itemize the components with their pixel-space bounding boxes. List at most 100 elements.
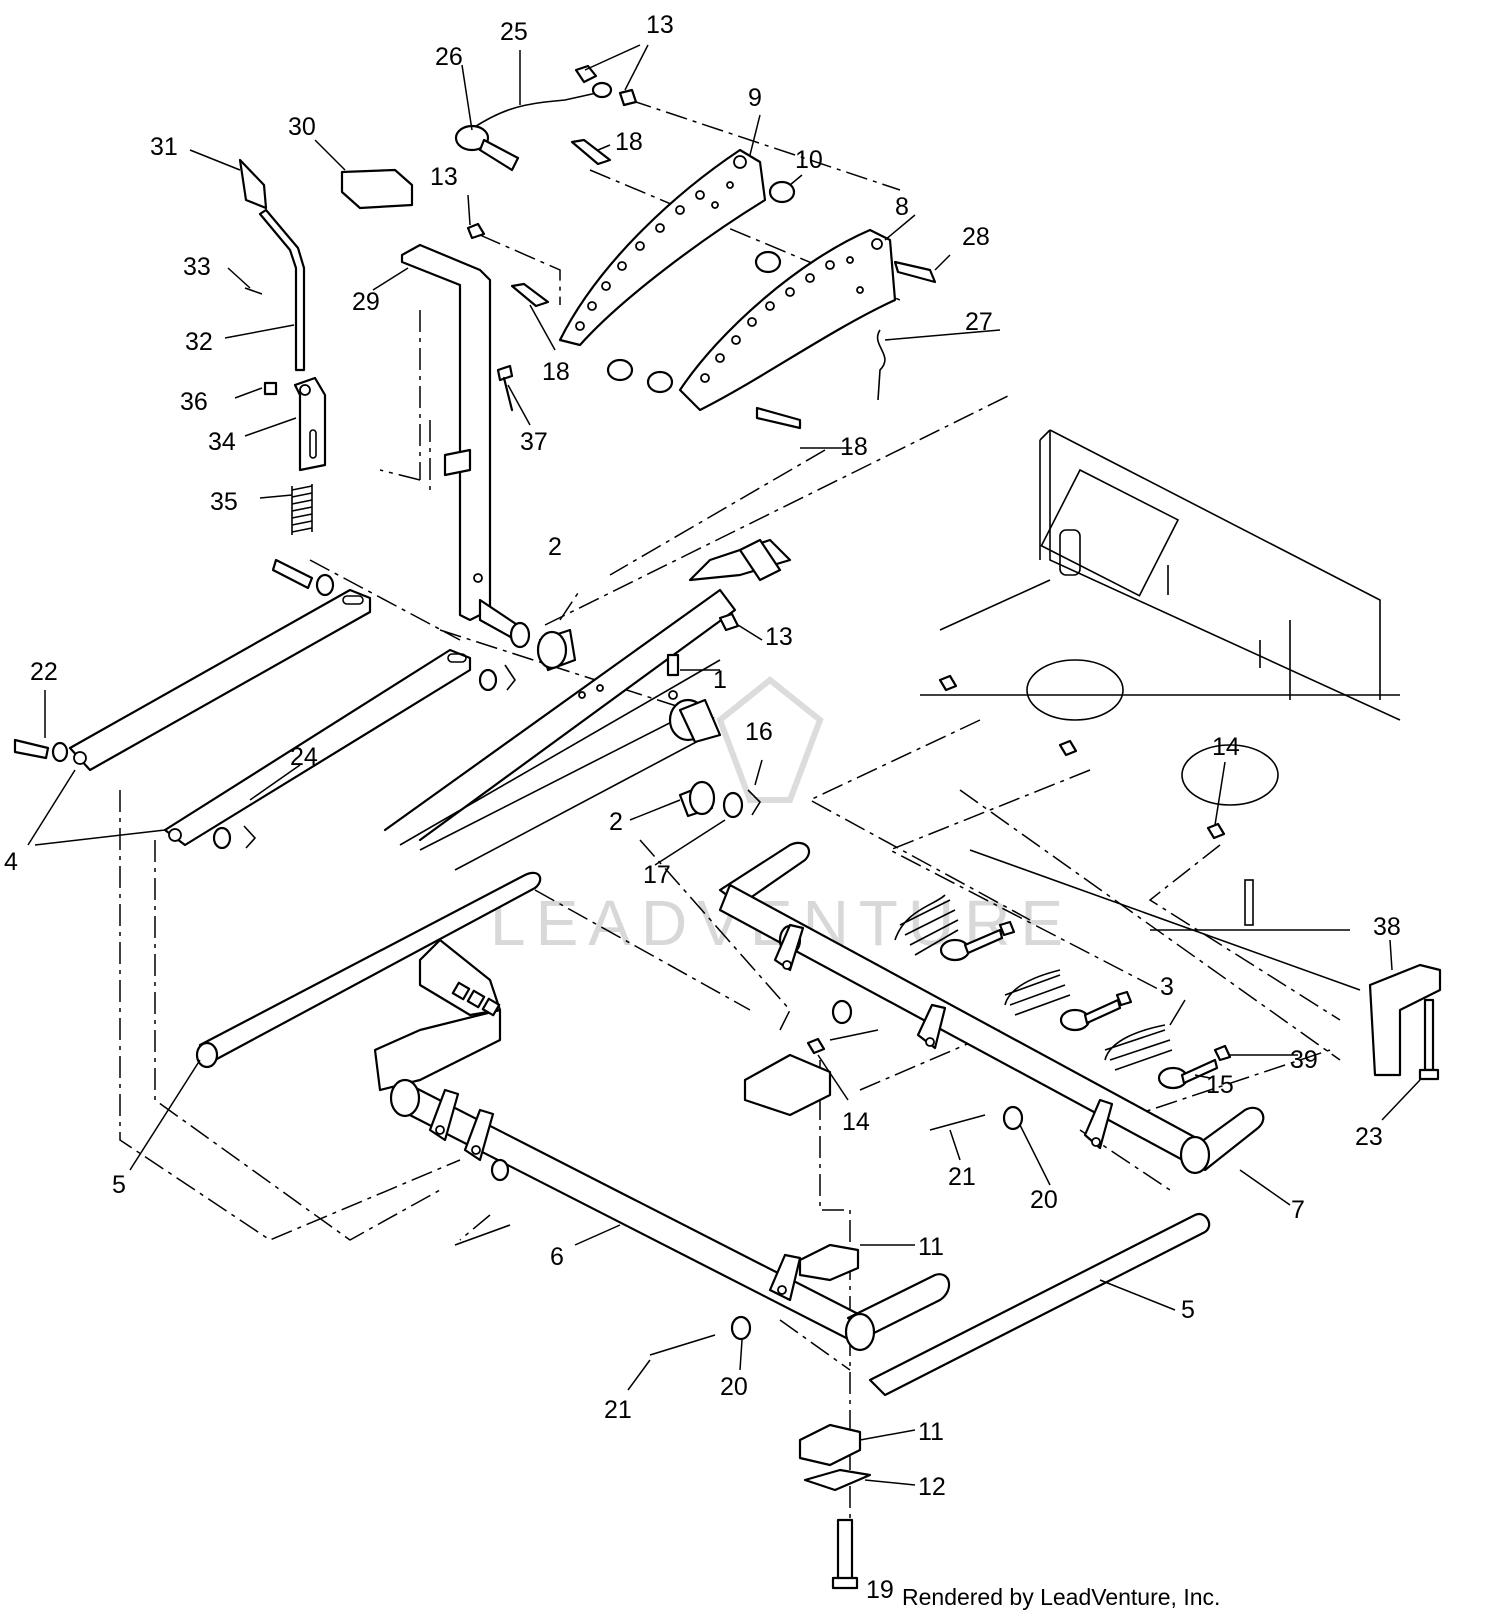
callout-25: 25: [500, 18, 528, 46]
connecting-rod-left: [195, 871, 542, 1069]
callout-12: 12: [918, 1473, 946, 1501]
cotter-pin-21-left: [649, 1334, 716, 1356]
callout-9: 9: [748, 84, 762, 112]
callout-36: 36: [180, 388, 208, 416]
callout-14-right: 14: [1212, 733, 1240, 761]
spring-bracket: [293, 376, 327, 472]
callout-5-left: 5: [112, 1171, 126, 1199]
bolt-19: [836, 1518, 854, 1582]
callout-26: 26: [435, 43, 463, 71]
bolt-37: [496, 364, 514, 412]
callout-2-upper: 2: [548, 533, 562, 561]
leader-lines: [27, 44, 1421, 1486]
callout-5-right: 5: [1181, 1296, 1195, 1324]
clevis-pin-22: [13, 738, 50, 760]
height-plate-inner: [558, 148, 767, 347]
hairpin-clip: [876, 329, 886, 401]
callout-29: 29: [352, 288, 380, 316]
callout-13-left: 13: [430, 163, 458, 191]
callout-16: 16: [745, 718, 773, 746]
bracket-14: [743, 1053, 832, 1117]
bolt-18-b: [510, 282, 550, 308]
connecting-rod-right: [868, 1212, 1211, 1397]
callout-18-right: 18: [840, 433, 868, 461]
clamp-11-bottom: [798, 1423, 862, 1467]
washer-22: [51, 741, 69, 763]
callout-19: 19: [866, 1576, 894, 1604]
callout-24: 24: [290, 743, 318, 771]
e-clip-24: [243, 825, 257, 849]
callouts: 1 2 2 3 4 5 5 6 7 8 9 10 11 11 12 13 13 …: [4, 11, 1401, 1604]
callout-11-top: 11: [918, 1233, 944, 1261]
spacer-10-c: [606, 358, 634, 382]
callout-33: 33: [183, 253, 211, 281]
callout-4: 4: [4, 848, 18, 876]
nut-14-right: [1206, 822, 1226, 840]
callout-20-right: 20: [1030, 1186, 1058, 1214]
front-lift-shaft: [373, 938, 951, 1352]
bolt-23: [1423, 998, 1435, 1072]
callout-14-bracket: 14: [842, 1108, 870, 1136]
callout-38: 38: [1373, 913, 1401, 941]
spacer-10-d: [646, 370, 674, 394]
washer-17: [722, 791, 744, 819]
compression-spring: [291, 484, 313, 535]
callout-22: 22: [30, 658, 58, 686]
cotter-pin-21-right: [929, 1114, 986, 1131]
callout-39: 39: [1290, 1046, 1318, 1074]
rear-lift-shaft: [718, 841, 1265, 1175]
callout-3: 3: [1160, 973, 1174, 1001]
nut-13: [718, 612, 740, 632]
washer-20-right: [1002, 1105, 1024, 1131]
callout-8: 8: [895, 193, 909, 221]
nut-39: [1213, 1044, 1232, 1062]
handle-grip: [238, 158, 306, 372]
link-rods: [68, 588, 472, 847]
callout-23: 23: [1355, 1123, 1383, 1151]
height-plate-outer: [678, 228, 897, 412]
callout-15: 15: [1206, 1071, 1234, 1099]
callout-13-mid: 13: [765, 623, 793, 651]
bracket-38: [1368, 963, 1442, 1077]
callout-37: 37: [520, 428, 548, 456]
clamp-11-top: [798, 1243, 860, 1282]
e-clip-16: [747, 789, 762, 816]
callout-27: 27: [965, 308, 993, 336]
cotter-pin-upper: [829, 1029, 879, 1041]
callout-30: 30: [288, 113, 316, 141]
callout-32: 32: [185, 328, 213, 356]
spacer-10-a: [768, 180, 796, 204]
callout-18-top: 18: [615, 128, 643, 156]
roll-pin: [244, 287, 263, 295]
callout-31: 31: [150, 133, 178, 161]
callout-11-bottom: 11: [918, 1418, 944, 1446]
lift-arm: [383, 538, 792, 871]
nut-36: [263, 381, 278, 396]
washer-24: [212, 826, 232, 850]
callout-7: 7: [1291, 1196, 1305, 1224]
pedal-arm: [400, 243, 492, 622]
callout-34: 34: [208, 428, 236, 456]
callout-21-right: 21: [948, 1163, 976, 1191]
plate-12: [803, 1468, 872, 1492]
callout-10: 10: [795, 146, 823, 174]
pedal-pad: [340, 168, 414, 210]
frame-outline: [920, 429, 1401, 991]
bolt-28: [893, 260, 937, 284]
callout-20-left: 20: [720, 1373, 748, 1401]
callout-17: 17: [643, 861, 671, 889]
bolt-18-c: [755, 406, 802, 430]
callout-2-lower: 2: [609, 808, 623, 836]
callout-21-left: 21: [604, 1396, 632, 1424]
clevis-pin-upper: [271, 558, 314, 590]
callout-6: 6: [550, 1243, 564, 1271]
callout-35: 35: [210, 488, 238, 516]
nuts-13-top: [466, 64, 638, 240]
callout-28: 28: [962, 223, 990, 251]
eye-bolt-15: [1180, 1058, 1219, 1085]
callout-13-top: 13: [646, 11, 674, 39]
bolt-18-a: [570, 138, 612, 166]
washer-20-left: [730, 1315, 752, 1341]
callout-18-left: 18: [542, 358, 570, 386]
